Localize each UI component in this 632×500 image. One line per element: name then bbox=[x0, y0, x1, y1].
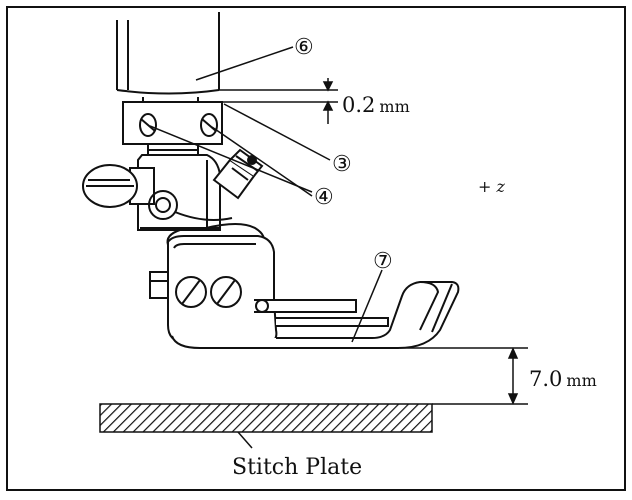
callout-6: ⑥ bbox=[294, 35, 314, 60]
callout-leaders bbox=[149, 46, 383, 449]
thumb-screw bbox=[82, 164, 155, 208]
callout-3: ③ bbox=[332, 152, 352, 177]
stitch-plate bbox=[99, 403, 433, 433]
presser-bar bbox=[116, 12, 220, 95]
height-dimension bbox=[400, 347, 528, 405]
diagram-border bbox=[6, 6, 626, 491]
presser-shaft bbox=[147, 144, 199, 156]
callout-4: ④ bbox=[314, 185, 334, 210]
side-screw bbox=[212, 148, 264, 200]
presser-foot bbox=[149, 235, 460, 349]
spring-linkage bbox=[148, 190, 233, 221]
stray-marks: + z bbox=[478, 177, 505, 196]
presser-bar-collar bbox=[122, 97, 223, 145]
callout-7: ⑦ bbox=[373, 249, 393, 274]
gap-dimension bbox=[219, 78, 338, 124]
stitch-plate-caption: Stitch Plate bbox=[232, 455, 362, 480]
